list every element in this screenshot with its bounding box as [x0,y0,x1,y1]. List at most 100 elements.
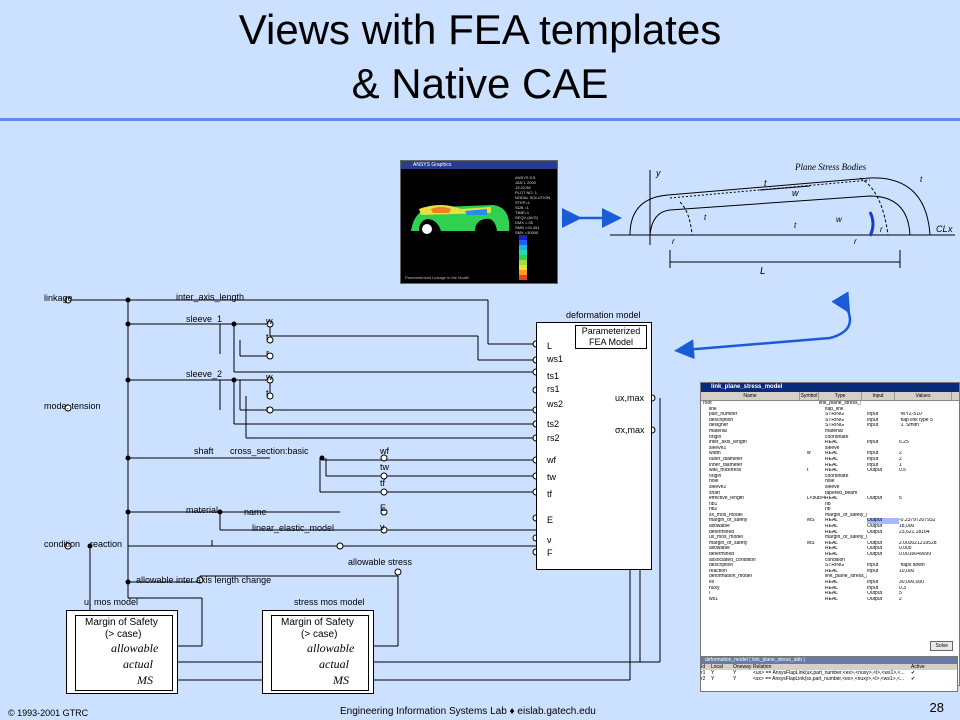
ansys-title-bar[interactable]: ANSYS Graphics [401,161,557,169]
fea-contour-plot [411,205,510,234]
rel-col-oneway: Oneway [733,664,752,670]
allowable-stress-label: allowable stress [348,557,413,567]
tree-node-name: margin_of_safety [709,518,748,524]
tree-node-name: material [709,428,727,434]
cad-t4-label: t [920,175,923,184]
tree-node-name: nuxy [709,585,720,591]
tree-node-name: hole [709,479,719,485]
cad-centerline-label: CL [936,224,948,234]
tree-node-name: outer_diameter [709,456,743,462]
relations-title-bar[interactable]: deformation_model ( link_plane_stress_ab… [701,657,957,664]
rel-col-active: Active [911,664,925,670]
linear-elastic-model-label: linear_elastic_model [252,523,335,533]
sleeve2-label: sleeve_2 [186,369,223,379]
col-input[interactable]: Input [862,392,895,400]
tree-node-name: allowable [709,546,730,552]
model-browser-window[interactable]: link_plane_stress_model Name Symbol Type… [700,382,960,686]
col-name[interactable]: Name [701,392,800,400]
stress-mos-actual: actual [319,657,349,671]
active-checkbox[interactable]: ✔ [911,670,916,676]
sleeve2-t: t [266,388,269,398]
deformation-model-box[interactable]: Parameterized FEA Model L ws1 ts1 rs1 ws… [536,322,652,570]
port-rs1: rs1 [547,384,560,394]
mode-label: mode: tension [44,401,101,411]
sleeve1-w: w [266,316,273,326]
tree-node-name: ex [709,580,715,585]
tree-node-name: associated_condition [709,557,756,563]
col-values[interactable]: Values [895,392,952,400]
tree-node-name: origin [709,473,722,479]
title-divider [0,118,960,121]
tree-node-name: reaction [709,568,727,574]
sleeve1-label: sleeve_1 [186,314,223,324]
tree-node-name: sx_mos_model [709,512,743,518]
relations-window[interactable]: deformation_model ( link_plane_stress_ab… [700,656,958,692]
tree-node-name: description [709,563,734,569]
u-mos-actual: actual [123,657,153,671]
browser-title-bar[interactable]: link_plane_stress_model [701,383,959,392]
port-L: L [547,341,553,351]
cad-drawing: Plane Stress Bodies y x t w L t r t r w … [610,162,955,277]
solve-button[interactable]: Solve [930,641,953,651]
tree-node-name: width [709,451,721,457]
stress-mos-model-box[interactable]: Margin of Safety (> case) allowable actu… [262,610,374,694]
stress-mos-model-label: stress mos model [294,597,365,607]
browser-tree[interactable]: rootlink_plane_stress_modellinkflap_link… [701,401,959,602]
tree-node-name: rib1 [709,501,718,507]
col-symbol[interactable]: Symbol [800,392,819,400]
active-checkbox[interactable]: ✔ [911,676,916,682]
u-mos-ms: MS [137,673,153,687]
allowable-inter-axis-label: allowable inter axis length change [136,575,272,585]
stress-mos-case: (> case) [301,629,338,640]
tree-row[interactable]: effective_lengthL<sub>eff</sub>REALOutpu… [701,496,959,502]
u-mos-model-box[interactable]: Margin of Safety (> case) allowable actu… [66,610,178,694]
tree-node-name: inner_diameter [709,462,743,468]
port-ws1: ws1 [547,354,564,364]
tree-node-name: determined [709,552,735,558]
tree-node-name: origin [709,434,722,440]
port-tf: tf [547,489,553,499]
col-type[interactable]: Type [819,392,862,400]
u-mos-model-label: u, mos model [84,597,139,607]
sleeve1-r: r [266,348,269,358]
copyright: © 1993-2001 GTRC [8,708,89,718]
